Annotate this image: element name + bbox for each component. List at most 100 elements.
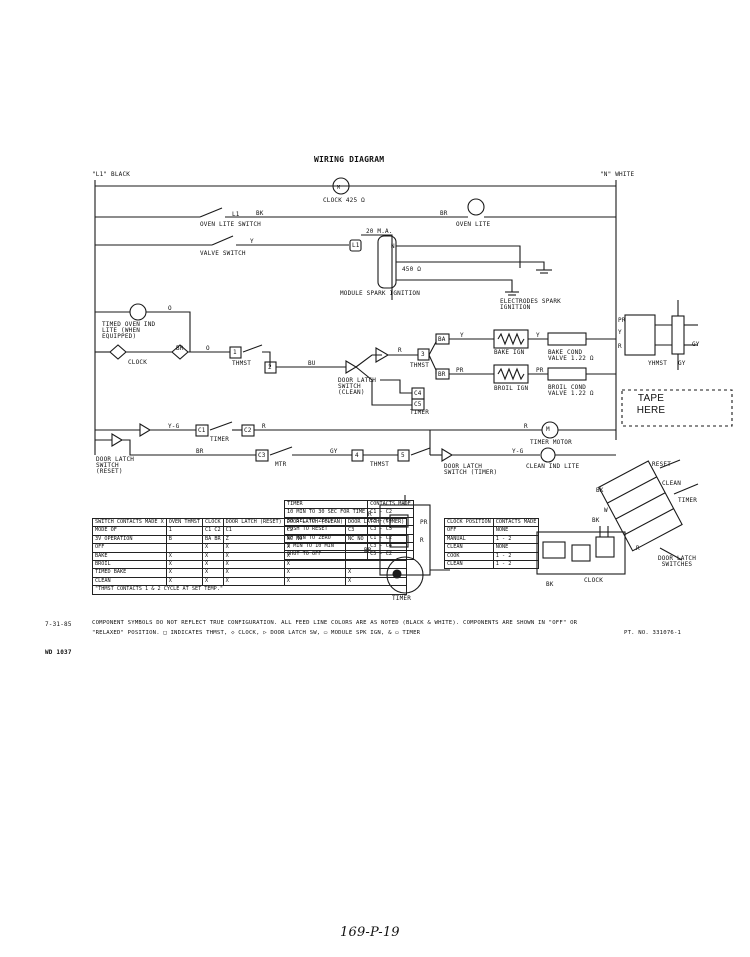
thmst-label-2: THMST (410, 362, 430, 369)
clean-ind-lite-label: CLEAN IND LITE (526, 463, 580, 470)
wire-yg-2: Y-G (512, 448, 524, 455)
door-latch-timer-label: DOOR LATCH SWITCH (TIMER) (444, 463, 498, 476)
clock-block (536, 531, 626, 575)
clock-block-label: CLOCK (584, 577, 604, 584)
code-m: M (546, 426, 550, 433)
code-4: 4 (355, 452, 359, 459)
document-id: WD 1037 (45, 649, 72, 656)
bake-ign-label: BAKE IGN (494, 349, 525, 356)
oven-lite-switch-label: OVEN LITE SWITCH (200, 221, 261, 228)
wire-gy-1: GY (330, 448, 338, 455)
wire-br-1: BR (440, 210, 448, 217)
timer-motor-symbol (541, 421, 559, 439)
clean-ind-lite-bulb (540, 447, 556, 463)
code-br: BR (438, 371, 446, 378)
clock-motor-label: CLOCK 425 Ω (323, 197, 365, 204)
broil-valve-coil (547, 367, 587, 381)
code-5: 5 (401, 452, 405, 459)
wire-y-3: Y (536, 332, 540, 339)
wire-r-2: R (262, 423, 266, 430)
wire-r-4: R (618, 343, 622, 350)
clock-label: CLOCK (128, 359, 148, 366)
clock-contact-symbol (109, 344, 127, 360)
code-c5: C5 (414, 401, 422, 408)
code-c3: C3 (258, 452, 266, 459)
spark-module-label: MODULE SPARK IGNITION (340, 290, 421, 297)
wire-pr-3: PR (618, 317, 626, 324)
oven-lite-bulb (467, 198, 485, 216)
code-1: 1 (233, 349, 237, 356)
door-latch-switches-label: DOOR LATCH SWITCHES (657, 555, 697, 568)
code-c4: C4 (414, 390, 422, 397)
wire-r-3: R (524, 423, 528, 430)
wire-r-1: R (398, 347, 402, 354)
wire-yg-1: Y-G (168, 423, 180, 430)
clean-label: CLEAN (662, 480, 682, 487)
wire-bu: BU (308, 360, 316, 367)
door-latch-switches-assembly (598, 460, 683, 552)
bk-label: BK (546, 581, 554, 588)
door-latch-clean-label: DOOR LATCH SWITCH (CLEAN) (338, 377, 377, 396)
wire-o-1: O (168, 305, 172, 312)
reset-label: RESET (652, 461, 672, 468)
wire-o-2: O (206, 345, 210, 352)
wire-bk-3: BK (592, 517, 600, 524)
wire-gy-2: GY (692, 341, 700, 348)
timed-oven-lite-label: TIMED OVEN IND LITE (WHEN EQUIPPED) (102, 321, 156, 340)
door-latch-reset-label: DOOR LATCH SWITCH (RESET) (96, 456, 135, 475)
tape-here-label: TAPE HERE (636, 393, 666, 416)
wire-br-3: BR (196, 448, 204, 455)
code-c2: C2 (244, 427, 252, 434)
code-l1: L1 (232, 211, 240, 218)
bake-valve-coil (547, 332, 587, 346)
oven-lite-switch-blade (199, 207, 223, 218)
date-stamp: 7-31-85 (45, 621, 72, 628)
n-line-label: "N" WHITE (600, 171, 635, 178)
thmst-label-3: THMST (370, 461, 390, 468)
oven-lite-label: OVEN LITE (456, 221, 491, 228)
timed-oven-lite-bulb (129, 303, 147, 321)
wire-y-1: Y (250, 238, 254, 245)
code-3: 3 (421, 351, 425, 358)
spark-inner-label: 20 M.A. (366, 228, 393, 235)
valve-switch-blade (211, 235, 234, 246)
footnote-line-2: "RELAXED" POSITION. □ INDICATES THMST, ◇… (92, 630, 421, 636)
timer-terminal-c4 (411, 387, 425, 400)
l1-line-label: "L1" BLACK (92, 171, 131, 178)
tape-here-box (621, 389, 733, 427)
wire-bk-2: BK (596, 487, 604, 494)
wire-br-2: BR (176, 345, 184, 352)
broil-ign-label: BROIL IGN (494, 385, 529, 392)
wire-pr-2: PR (536, 367, 544, 374)
spark-module-l1-terminal (349, 239, 362, 252)
wire-y-2: Y (460, 332, 464, 339)
timer-contact (209, 421, 233, 431)
mtr-label: MTR (275, 461, 287, 468)
thmst-terminal-1 (229, 346, 242, 359)
footnote-line-1: COMPONENT SYMBOLS DO NOT REFLECT TRUE CO… (92, 620, 578, 626)
timer-label-1: TIMER (410, 409, 430, 416)
valve-switch-label: VALVE SWITCH (200, 250, 246, 257)
timer-motor-label: TIMER MOTOR (530, 439, 572, 446)
spark-resistance-label: 450 Ω (402, 266, 422, 273)
electrodes-label: ELECTRODES SPARK IGNITION (500, 298, 561, 311)
door-latch-timer-symbol (441, 448, 454, 462)
timer-label-2: TIMER (210, 436, 230, 443)
diagram-title: WIRING DIAGRAM (314, 155, 385, 164)
wire-w: W (604, 507, 608, 514)
